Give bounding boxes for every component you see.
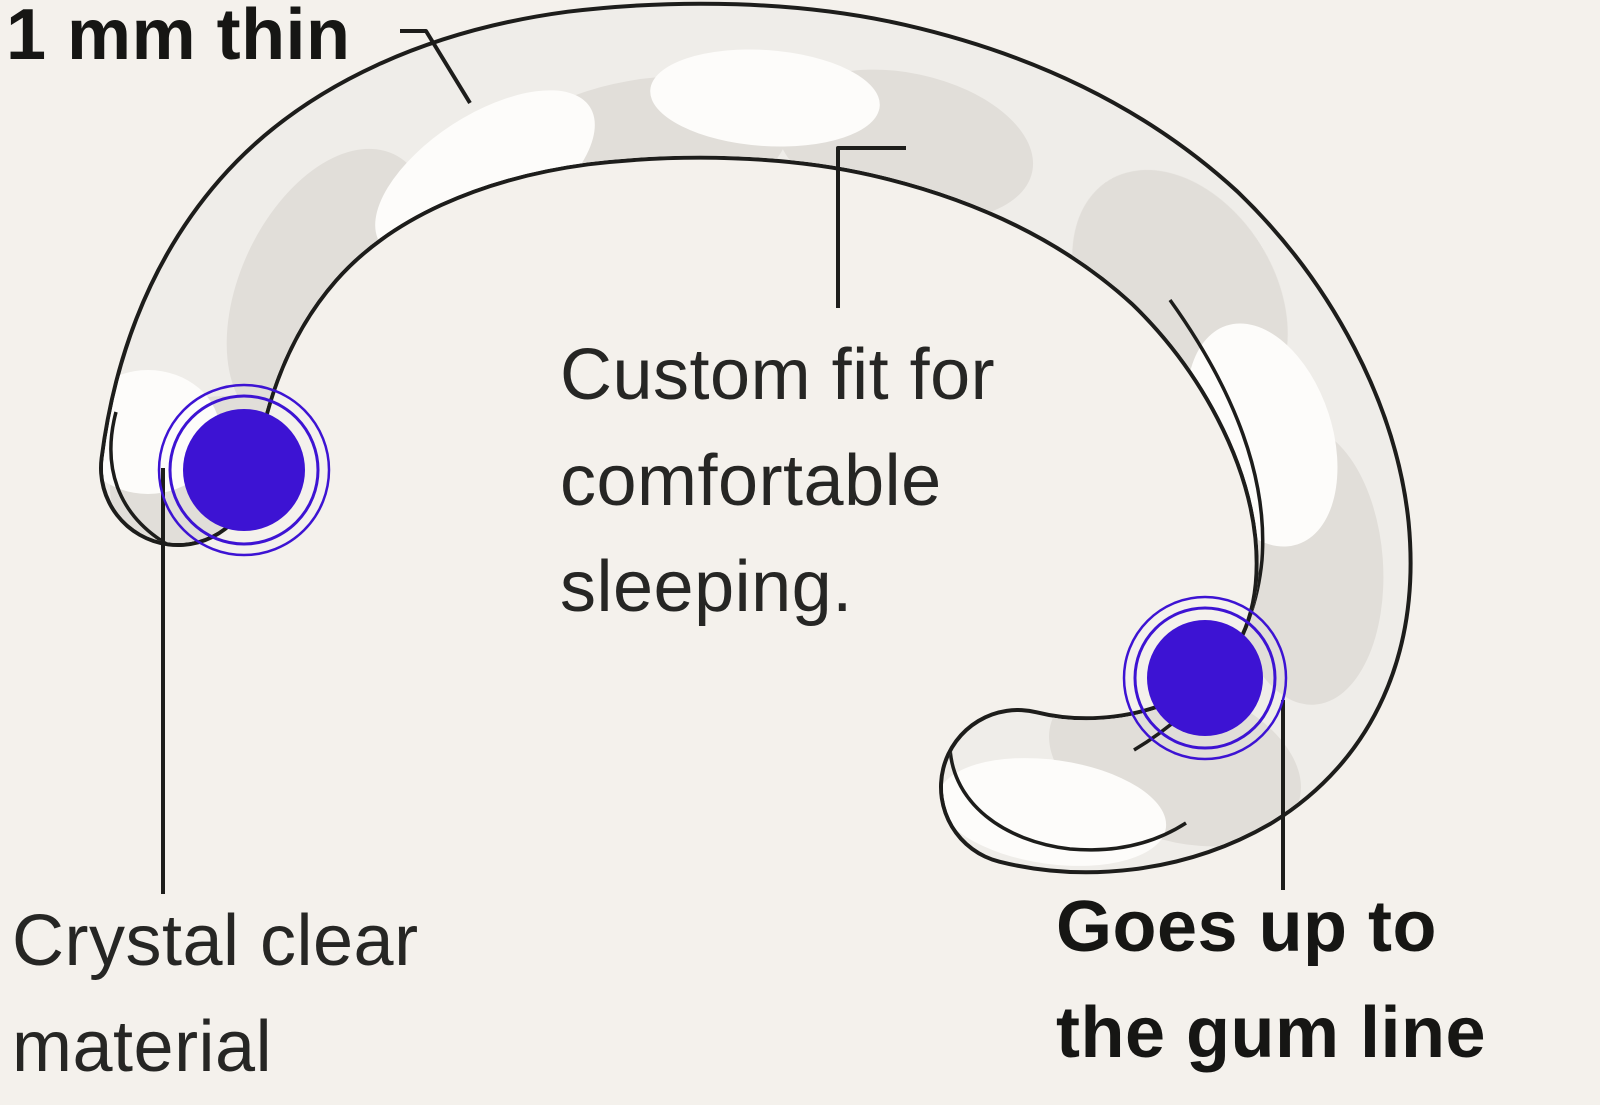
label-gum-line-line-1: Goes up to	[1056, 887, 1437, 967]
label-crystal-clear-material: Crystal clear material	[12, 888, 419, 1100]
highlight-patch	[375, 90, 595, 260]
highlight-patch	[937, 758, 1167, 866]
leader-line-custom-fit	[836, 146, 906, 308]
right-marker-ring-outer	[1122, 595, 1288, 761]
left-marker-ring-inner	[168, 394, 320, 546]
left-marker-ring-outer	[157, 383, 331, 557]
rim-left-cap	[109, 411, 171, 548]
label-custom-fit-line-1: Custom fit for	[560, 335, 996, 415]
leader-lines	[161, 29, 1285, 894]
rim-right-cap	[948, 747, 1187, 852]
highlight-patch	[1186, 323, 1338, 547]
left-marker-core	[183, 409, 305, 531]
right-marker-dot	[1122, 595, 1288, 761]
left-marker-dot	[157, 383, 331, 557]
label-material-line-2: material	[12, 1007, 273, 1087]
right-marker-ring-inner	[1133, 606, 1277, 750]
label-custom-fit-line-2: comfortable	[560, 441, 942, 521]
label-material-line-1: Crystal clear	[12, 901, 419, 981]
highlight-patch	[650, 49, 880, 147]
label-gum-line-line-2: the gum line	[1056, 993, 1487, 1073]
label-custom-fit: Custom fit for comfortable sleeping.	[560, 322, 995, 640]
right-marker-core	[1147, 620, 1263, 736]
leader-line-thin	[400, 29, 472, 105]
label-gum-line: Goes up to the gum line	[1056, 874, 1486, 1086]
label-1mm-thin: 1 mm thin	[6, 0, 351, 75]
label-custom-fit-line-3: sleeping.	[560, 547, 853, 627]
